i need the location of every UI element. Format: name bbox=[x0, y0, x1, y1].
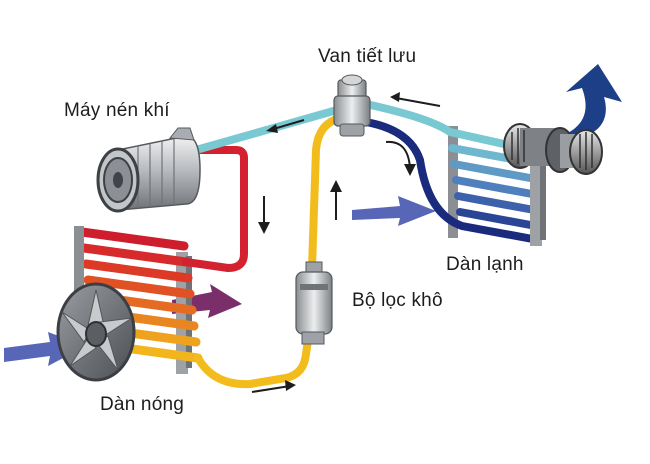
flow-arrow-valve-down bbox=[385, 140, 416, 176]
flow-arrow-liquid-up bbox=[330, 180, 342, 220]
label-condenser: Dàn nóng bbox=[100, 394, 185, 415]
inlet-air-arrow-evaporator bbox=[352, 196, 436, 226]
flow-arrow-evap-top bbox=[390, 92, 441, 107]
flow-arrow-suction bbox=[266, 119, 305, 133]
liquid-line-lower bbox=[194, 336, 312, 389]
hot-discharge-line bbox=[182, 146, 248, 272]
flow-arrow-liquid-bottom bbox=[251, 380, 296, 393]
expansion-valve bbox=[333, 74, 371, 137]
label-compressor: Máy nén khí bbox=[64, 100, 170, 121]
evaporator-blower bbox=[503, 123, 603, 175]
dryer-filter bbox=[295, 261, 333, 345]
cold-air-exhaust-arrow bbox=[556, 64, 622, 139]
label-dryer-filter: Bộ lọc khô bbox=[352, 290, 443, 311]
compressor bbox=[96, 127, 201, 213]
flow-arrow-discharge bbox=[258, 196, 270, 234]
condenser-fan bbox=[56, 282, 136, 382]
flow-arrows bbox=[251, 92, 441, 393]
label-expansion-valve: Van tiết lưu bbox=[318, 46, 417, 67]
label-evaporator: Dàn lạnh bbox=[446, 254, 524, 275]
